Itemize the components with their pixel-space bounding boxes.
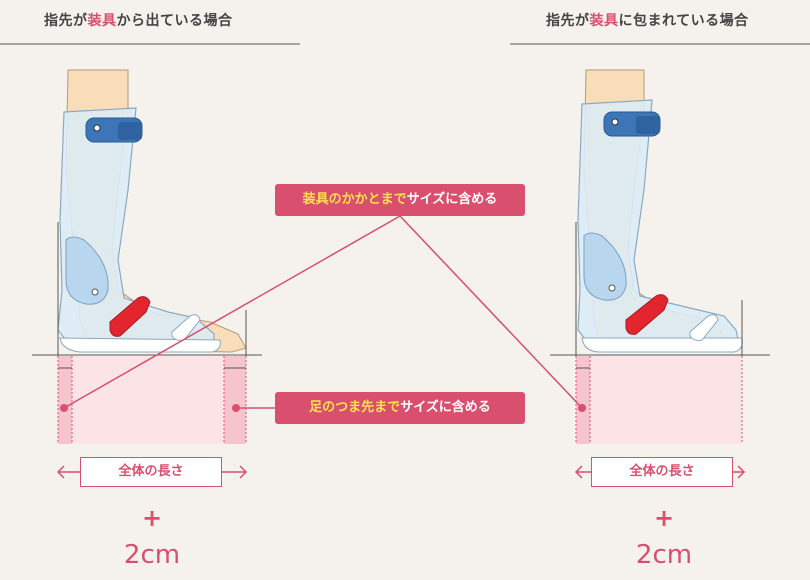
left-toe-strap: [171, 314, 201, 341]
toe-point-left: [232, 404, 240, 412]
plus-sign-left: +: [141, 504, 163, 532]
extra-length-left: 2cm: [123, 540, 181, 570]
title-toes-outside: 指先が装具から出ている場合: [44, 13, 233, 29]
extra-length-right: 2cm: [635, 540, 693, 570]
plus-sign-right: +: [653, 504, 675, 532]
callout-include-brace-heel: 装具のかかとまでサイズに含める: [275, 184, 525, 216]
left-ankle-joint: [65, 236, 109, 305]
left-leg-figure: [32, 69, 262, 444]
right-ankle-strap: [625, 294, 669, 335]
right-heel-margin: [576, 356, 590, 444]
heel-point-right: [578, 404, 586, 412]
length-arrows: [56, 465, 746, 479]
right-ankle-joint: [583, 232, 627, 301]
left-heel-margin: [58, 356, 72, 444]
right-sole: [581, 337, 743, 353]
right-leg-figure: [550, 69, 770, 444]
callout-include-toe-tip: 足のつま先までサイズに含める: [275, 392, 525, 424]
left-ankle-strap: [109, 296, 151, 337]
leader-lines: [60, 215, 586, 412]
total-length-label-left: 全体の長さ: [80, 457, 222, 487]
left-sole: [59, 337, 221, 353]
total-length-label-right: 全体の長さ: [591, 457, 733, 487]
right-length-zone: [576, 356, 742, 444]
left-length-zone: [58, 356, 246, 444]
left-toe-margin: [224, 356, 246, 444]
heel-point-left: [60, 404, 68, 412]
right-toe-strap: [689, 314, 719, 341]
title-toes-covered: 指先が装具に包まれている場合: [546, 13, 749, 29]
